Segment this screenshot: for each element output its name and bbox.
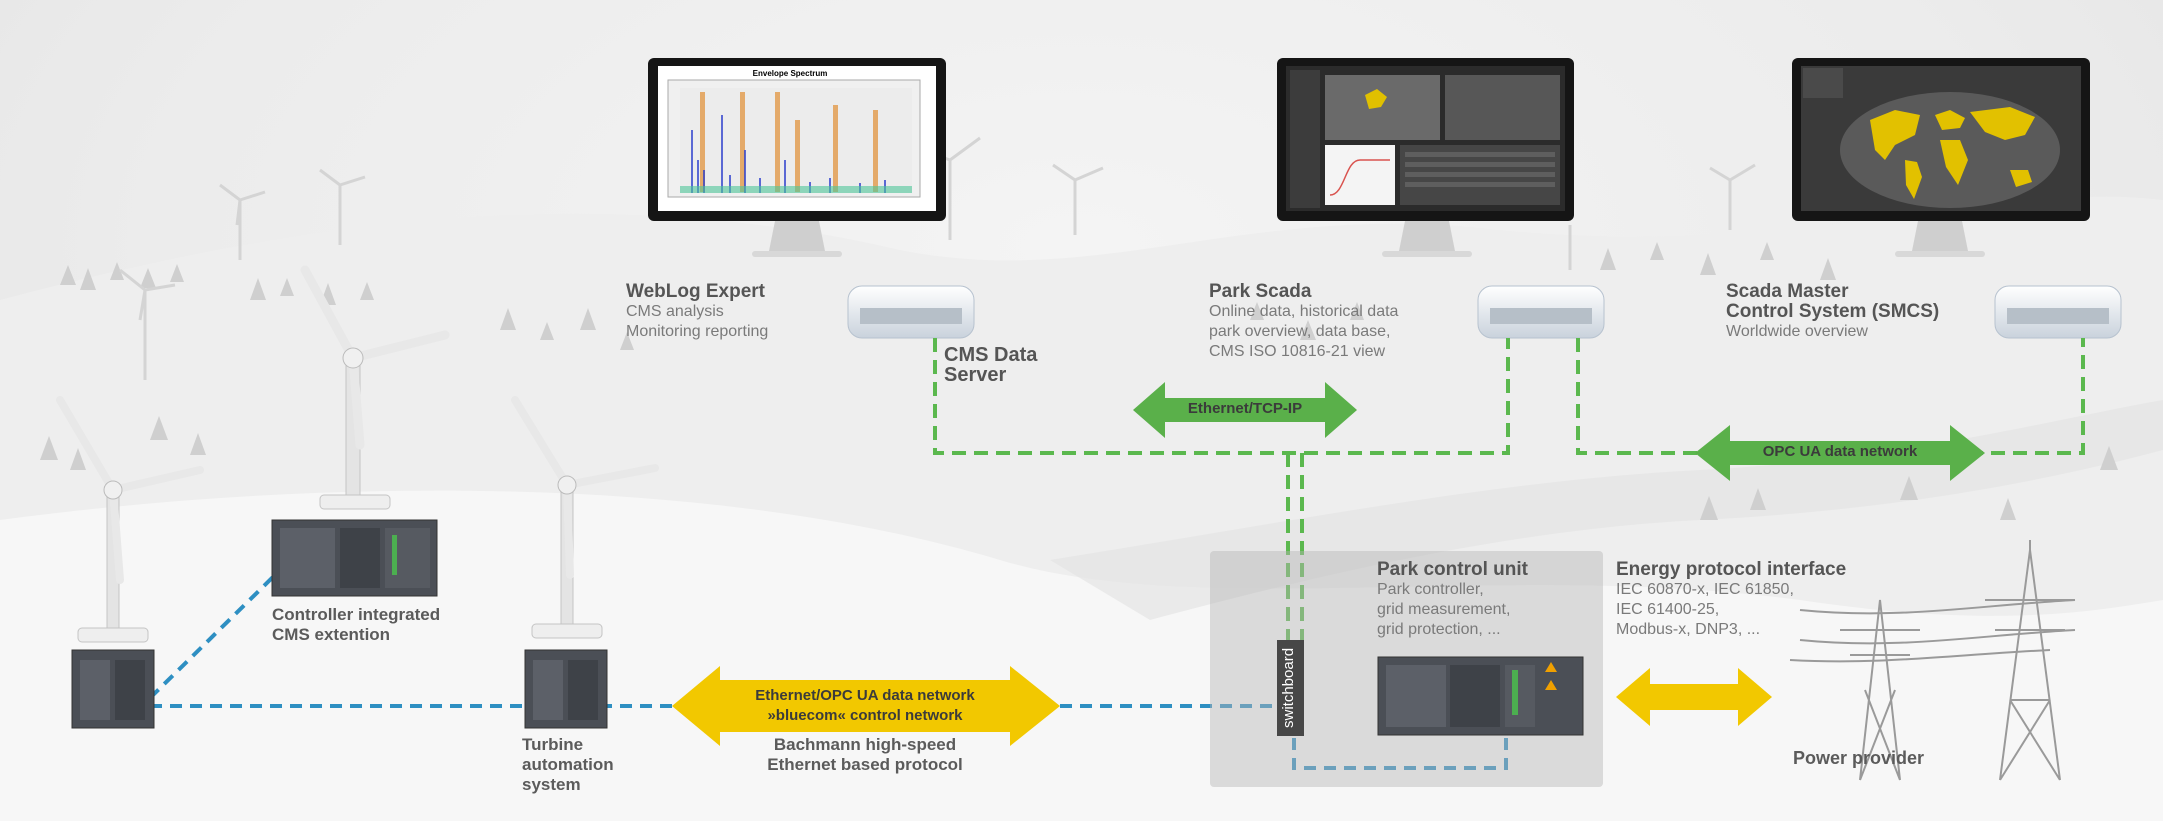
envelope-spectrum-chart: Envelope Spectrum: [680, 69, 912, 193]
smcs-server: [1994, 285, 2122, 339]
opc-ua-label: OPC UA data network: [1762, 443, 1918, 460]
weblog-label: WebLog Expert CMS analysis Monitoring re…: [626, 282, 768, 342]
turbine-automation-label: Turbine automation system: [522, 735, 614, 795]
controller-cms-label: Controller integrated CMS extention: [272, 605, 440, 645]
bluecom-line2: »bluecom« control network: [767, 707, 963, 724]
green-network-links: [933, 338, 2085, 650]
controller-module-turbine: [524, 649, 608, 729]
bluecom-line1: Ethernet/OPC UA data network: [755, 687, 975, 704]
park-controller-module: [1377, 656, 1584, 736]
park-control-line3: grid protection, ...: [1377, 621, 1501, 638]
turbine-automation-line2: automation: [522, 755, 614, 774]
power-pylons: [1789, 540, 2076, 781]
weblog-line1: CMS analysis: [626, 303, 724, 320]
distant-turbines: [119, 136, 1756, 380]
opc-ua-arrow: [1695, 425, 1985, 481]
turbine-automation-line3: system: [522, 775, 581, 794]
switchboard-label: switchboard: [1280, 647, 1297, 728]
wind-turbine-1: [56, 396, 204, 643]
park-scada-line2: park overview, data base,: [1209, 323, 1391, 340]
switchboard-box: [1277, 640, 1304, 736]
smcs-title2: Control System (SMCS): [1726, 301, 1940, 322]
park-scada-line1: Online data, historical data: [1209, 303, 1399, 320]
wind-turbine-3: [511, 396, 659, 639]
park-scada-monitor: [1277, 58, 1574, 257]
bluecom-label: Ethernet/OPC UA data network »bluecom« c…: [720, 686, 1010, 726]
tree-clusters: [40, 242, 2118, 520]
park-scada-server: [1477, 285, 1605, 339]
bachmann-line1: Bachmann high-speed: [773, 735, 957, 754]
park-control-line1: Park controller,: [1377, 581, 1484, 598]
wind-turbine-2: [300, 265, 450, 510]
smcs-label: Scada Master Control System (SMCS) World…: [1726, 282, 1939, 342]
park-control-label: Park control unit Park controller, grid …: [1377, 560, 1528, 640]
smcs-line1: Worldwide overview: [1726, 323, 1868, 340]
smcs-monitor: [1792, 58, 2090, 257]
energy-protocol-line3: Modbus-x, DNP3, ...: [1616, 621, 1761, 638]
park-scada-label: Park Scada Online data, historical data …: [1209, 282, 1398, 362]
weblog-title: WebLog Expert: [626, 281, 765, 302]
bluecom-arrow: [672, 666, 1060, 746]
cms-server-line1: CMS Data: [944, 344, 1038, 366]
weblog-line2: Monitoring reporting: [626, 323, 769, 340]
park-control-line2: grid measurement,: [1377, 601, 1511, 618]
energy-protocol-line2: IEC 61400-25,: [1616, 601, 1720, 618]
bachmann-line2: Ethernet based protocol: [767, 755, 963, 774]
blue-network-links: [148, 573, 1508, 770]
turbine-automation-line1: Turbine: [522, 735, 584, 754]
cms-server-label: CMS Data Server: [944, 345, 1037, 385]
ethernet-tcp-arrow: [1133, 382, 1357, 438]
cms-data-server: [847, 285, 975, 339]
park-scada-title: Park Scada: [1209, 281, 1312, 302]
chart-title: Envelope Spectrum: [753, 69, 828, 78]
energy-protocol-arrow: [1616, 668, 1772, 726]
controller-module-1: [71, 649, 155, 729]
controller-cms-line2: CMS extention: [272, 625, 391, 644]
cms-server-line2: Server: [944, 364, 1007, 386]
smcs-title1: Scada Master: [1726, 281, 1849, 302]
controller-module-cms: [271, 519, 438, 597]
park-control-title: Park control unit: [1377, 559, 1528, 580]
weblog-monitor: Envelope Spectrum: [648, 58, 946, 257]
park-scada-line3: CMS ISO 10816-21 view: [1209, 343, 1386, 360]
energy-protocol-line1: IEC 60870-x, IEC 61850,: [1616, 581, 1794, 598]
energy-protocol-label: Energy protocol interface IEC 60870-x, I…: [1616, 560, 1846, 640]
controller-cms-line1: Controller integrated: [272, 605, 441, 624]
bachmann-label: Bachmann high-speed Ethernet based proto…: [760, 735, 970, 775]
energy-protocol-title: Energy protocol interface: [1616, 559, 1847, 580]
power-provider-label: Power provider: [1793, 748, 1925, 768]
ethernet-tcp-label: Ethernet/TCP-IP: [1187, 400, 1303, 417]
